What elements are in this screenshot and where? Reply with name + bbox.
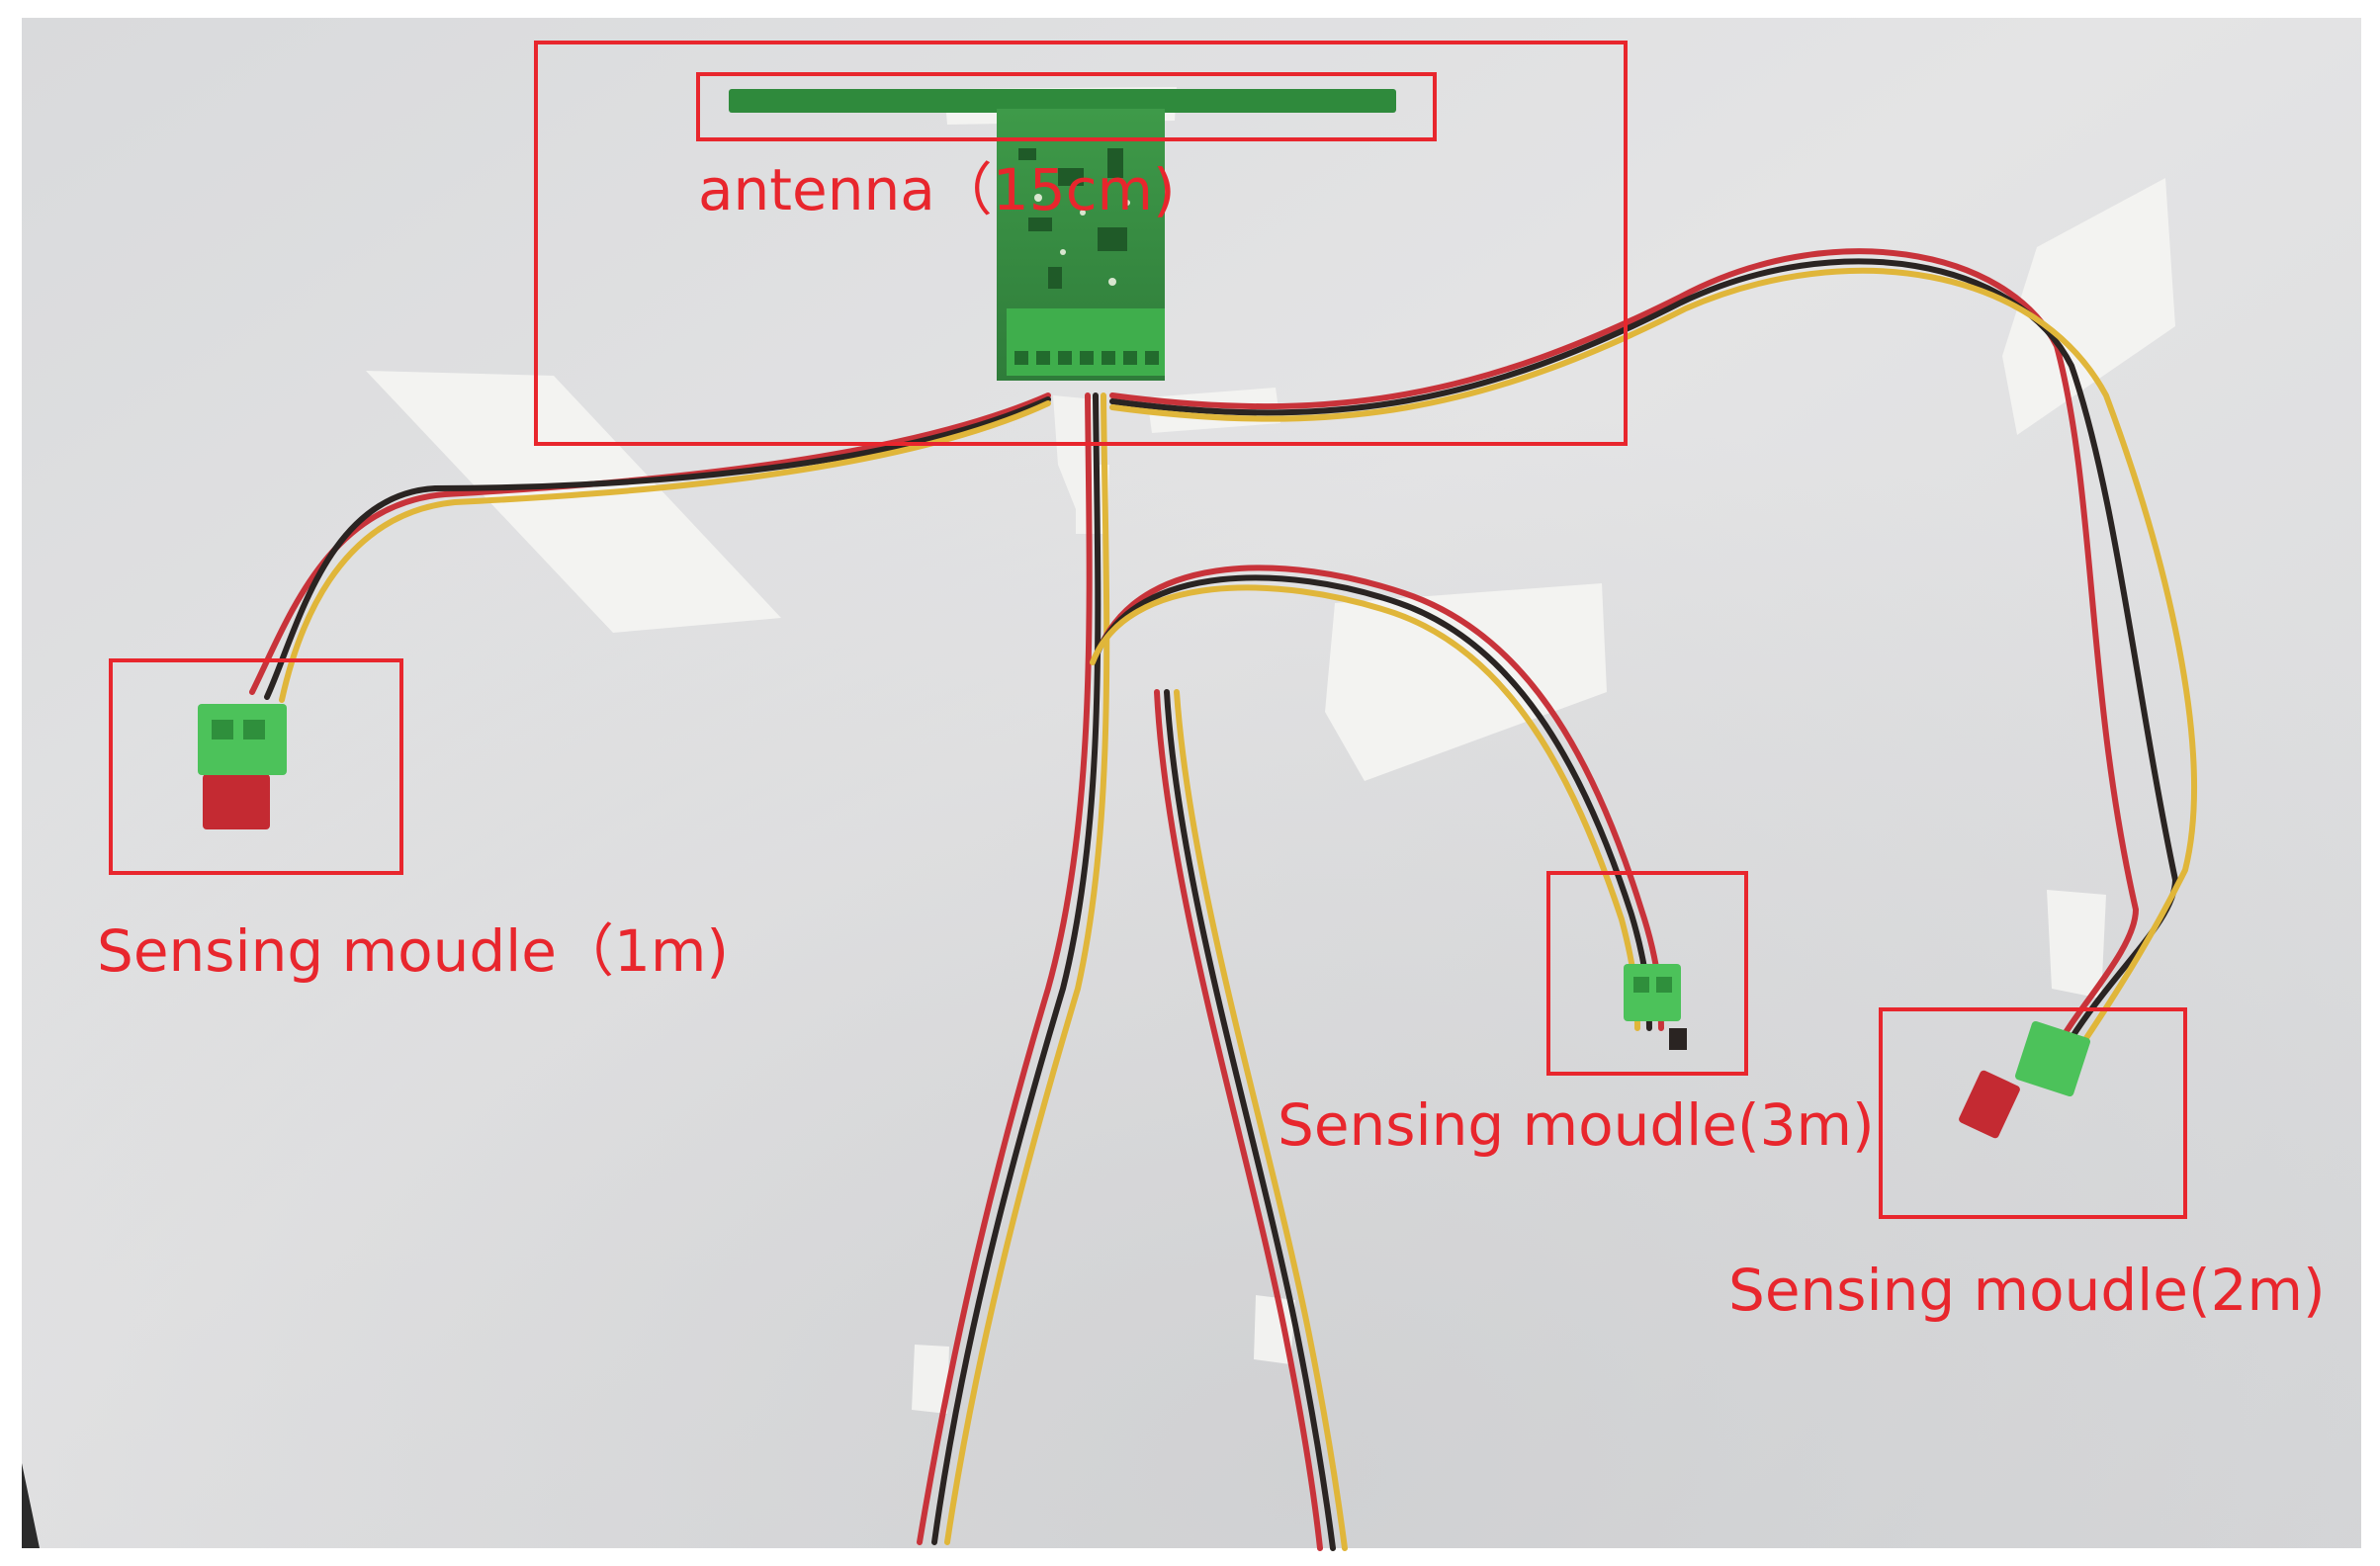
module-1m-label: Sensing moudle（1m) (97, 917, 729, 985)
wire-loop-black (1095, 574, 1652, 1031)
antenna-strip (729, 89, 1396, 113)
module-2m-label: Sensing moudle(2m) (1728, 1257, 2326, 1324)
wire-left-yellow (279, 400, 1051, 703)
wires (249, 248, 2197, 1551)
antenna-device (729, 89, 1396, 381)
tape-bottom-2 (912, 1345, 949, 1414)
module-1m-connector (198, 704, 287, 829)
wire-loop-red (1100, 565, 1664, 1031)
wire-stem-black (931, 392, 1102, 1545)
antenna-outer-box (534, 41, 1628, 446)
module-3m-label: Sensing moudle(3m) (1278, 1091, 1875, 1159)
pcb-highlights (1034, 194, 1130, 286)
terminal-block (1007, 308, 1165, 376)
tape-left (366, 371, 781, 633)
module-3m-connector (1624, 964, 1687, 1050)
wire-cross-red (1154, 689, 1323, 1551)
wire-left-black (264, 396, 1051, 700)
wire-right-yellow (1109, 267, 2197, 1041)
wire-cross-black (1164, 689, 1336, 1551)
antenna-strip-box (696, 72, 1437, 141)
tape-right-low (2047, 890, 2106, 999)
antenna-label: antenna（15cm) (698, 156, 1176, 223)
terminal-screws (1014, 351, 1159, 365)
pcb-components (1018, 148, 1127, 289)
wire-stem-red (917, 392, 1093, 1545)
tape-stem (1076, 465, 1109, 534)
module-3m-box (1546, 871, 1748, 1076)
wire-cross-yellow (1174, 689, 1348, 1551)
wire-loop-yellow (1090, 584, 1640, 1031)
module-2m-box (1879, 1007, 2187, 1219)
module-1m-box (109, 658, 403, 875)
module-2m-connector (1959, 1020, 2091, 1139)
wire-stem-yellow (944, 392, 1110, 1545)
tape-middle-right (1325, 583, 1607, 781)
tape-right-top (2002, 178, 2175, 435)
photo-border-bottom (0, 1548, 2380, 1566)
dark-corner (22, 1463, 40, 1548)
wire-right-red (1109, 248, 2140, 1051)
